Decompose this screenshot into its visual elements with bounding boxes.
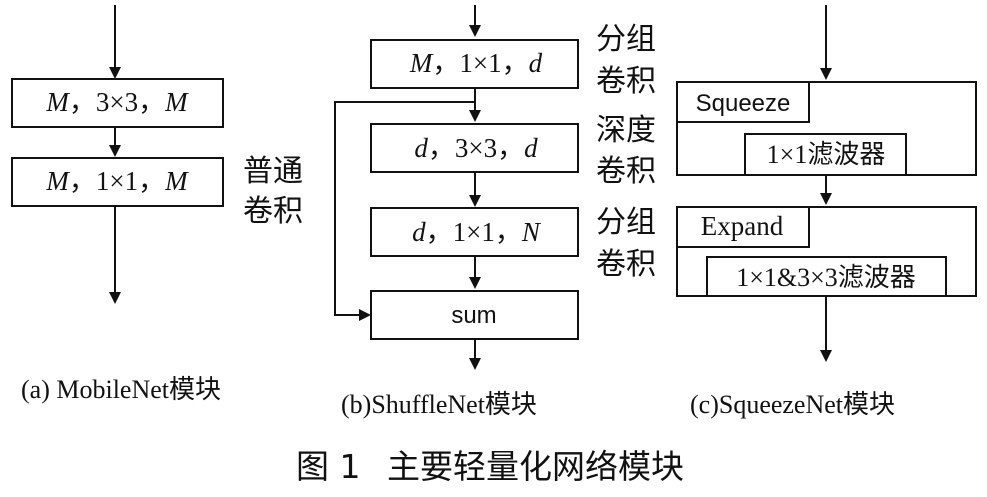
panel-c-squeeze-filter-label: 1×1滤波器 (767, 140, 886, 169)
panel-b-sum-label: sum (451, 302, 496, 329)
panel-b-side-label-3-line1: 分组 (596, 205, 656, 240)
panel-c-squeezenet: Squeeze 1×1滤波器 Expand 1×1&3×3滤波器 (c)Sque… (676, 5, 977, 419)
panel-a-pointwise-var2: M (164, 166, 189, 196)
panel-c-expand-filter-label: 1×1&3×3滤波器 (736, 263, 916, 292)
figure-caption: 图 1 主要轻量化网络模块 (296, 447, 684, 486)
panel-b-group-conv-2-var1: d (412, 217, 426, 247)
panel-a-mobilenet: M，3×3，M M，1×1，M 普通 卷积 (a) MobileNet模块 (11, 5, 303, 404)
panel-b-depthwise-text: d，3×3，d (414, 133, 538, 163)
panel-b-side-label-2-line1: 深度 (596, 113, 656, 148)
panel-c-caption: (c)SqueezeNet模块 (690, 390, 895, 419)
panel-b-depthwise-var1: d (414, 133, 428, 163)
panel-b-side-label-1-line1: 分组 (596, 22, 656, 57)
panel-a-side-label-line1: 普通 (243, 154, 303, 189)
panel-c-expand-tab (676, 206, 810, 248)
panel-a-pointwise-kernel: ，1×1， (69, 166, 165, 196)
panel-b-side-label-3-line2: 卷积 (596, 247, 656, 282)
panel-a-caption: (a) MobileNet模块 (21, 375, 221, 404)
figure-caption-number: 图 1 (296, 447, 361, 486)
panel-b-group-conv-1-var1: M (409, 48, 434, 78)
panel-b-depthwise-box (370, 123, 579, 173)
panel-a-depthwise-var1: M (45, 87, 70, 117)
panel-b-group-conv-text-2: d，1×1，N (412, 217, 542, 247)
panel-b-side-label-1-line2: 卷积 (596, 64, 656, 99)
panel-a-pointwise-box (11, 157, 224, 207)
panel-b-group-conv-2-var2: N (521, 217, 542, 247)
panel-b-sum-box (370, 290, 579, 340)
panel-a-side-label-line2: 卷积 (243, 194, 303, 229)
panel-b-skip-connection (334, 101, 475, 321)
panel-a-depthwise-box (11, 78, 224, 128)
panel-c-expand-filter-box (706, 256, 947, 297)
panel-b-group-conv-box-1 (370, 39, 579, 89)
panel-b-group-conv-text-1: M，1×1，d (409, 48, 543, 78)
panel-b-group-conv-box-2 (370, 207, 579, 257)
panel-a-pointwise-text: M，1×1，M (45, 166, 189, 196)
panel-b-group-conv-1-var2: d (529, 48, 543, 78)
panel-b-caption: (b)ShuffleNet模块 (341, 390, 537, 419)
panel-a-depthwise-kernel: ，3×3， (69, 87, 165, 117)
panel-b-depthwise-kernel: ，3×3， (428, 133, 524, 163)
panel-c-expand-label: Expand (701, 211, 784, 241)
panel-c-squeeze-filter-box (744, 133, 907, 176)
panel-a-depthwise-var2: M (164, 87, 189, 117)
panel-a-pointwise-var1: M (45, 166, 70, 196)
panel-b-group-conv-1-kernel: ，1×1， (432, 48, 528, 78)
panel-b-shufflenet: M，1×1，d d，3×3，d d，1×1，N sum 分组 卷积 深度 卷积 … (334, 5, 656, 419)
panel-a-depthwise-text: M，3×3，M (45, 87, 189, 117)
panel-c-squeeze-label: Squeeze (696, 90, 791, 117)
panel-b-group-conv-2-kernel: ，1×1， (426, 217, 522, 247)
panel-b-depthwise-var2: d (524, 133, 538, 163)
figure-caption-text: 主要轻量化网络模块 (387, 447, 684, 486)
panel-c-squeeze-tab (676, 81, 810, 123)
panel-b-side-label-2-line2: 卷积 (596, 154, 656, 189)
